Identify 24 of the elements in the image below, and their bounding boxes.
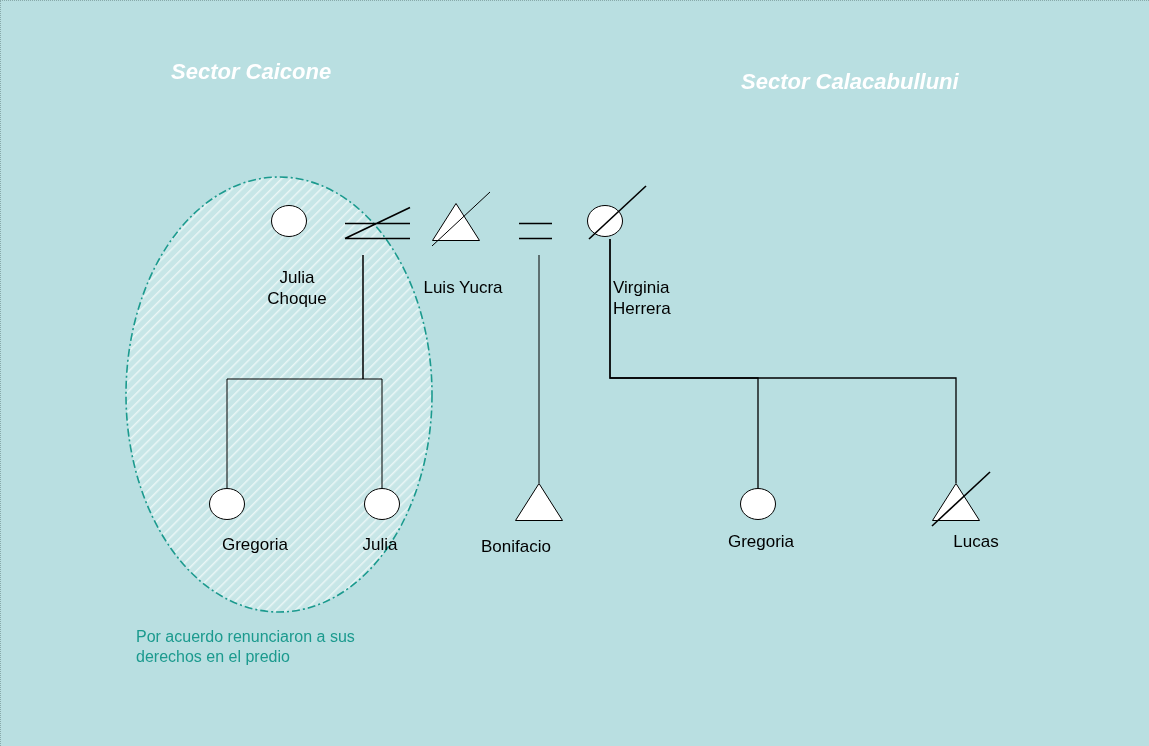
person-name: Virginia Herrera bbox=[613, 277, 672, 319]
descent-line bbox=[362, 254, 383, 489]
sector-title: Sector Calacabulluni bbox=[741, 69, 959, 95]
descent-line bbox=[609, 238, 957, 484]
female-symbol bbox=[209, 488, 245, 520]
person-name: Gregoria bbox=[220, 534, 290, 555]
marriage-sign bbox=[344, 206, 411, 240]
person-name: Julia bbox=[361, 534, 399, 555]
descent-line bbox=[538, 254, 540, 484]
male-symbol bbox=[515, 483, 563, 521]
person-name: Lucas bbox=[952, 531, 1000, 552]
female-symbol bbox=[740, 488, 776, 520]
person-name: Luis Yucra bbox=[422, 277, 504, 298]
sector-title: Sector Caicone bbox=[171, 59, 332, 85]
female-symbol bbox=[271, 205, 307, 237]
note-text: Por acuerdo renunciaron a sus derechos en el predio bbox=[136, 627, 356, 667]
deceased-female-symbol bbox=[587, 185, 647, 241]
person-name: Gregoria bbox=[726, 531, 796, 552]
person-name: Bonifacio bbox=[480, 536, 552, 557]
female-symbol bbox=[364, 488, 400, 520]
marriage-sign bbox=[518, 222, 553, 240]
deceased-male-symbol bbox=[932, 472, 992, 527]
person-name: Julia Choque bbox=[266, 267, 328, 309]
deceased-male-symbol bbox=[432, 192, 492, 247]
